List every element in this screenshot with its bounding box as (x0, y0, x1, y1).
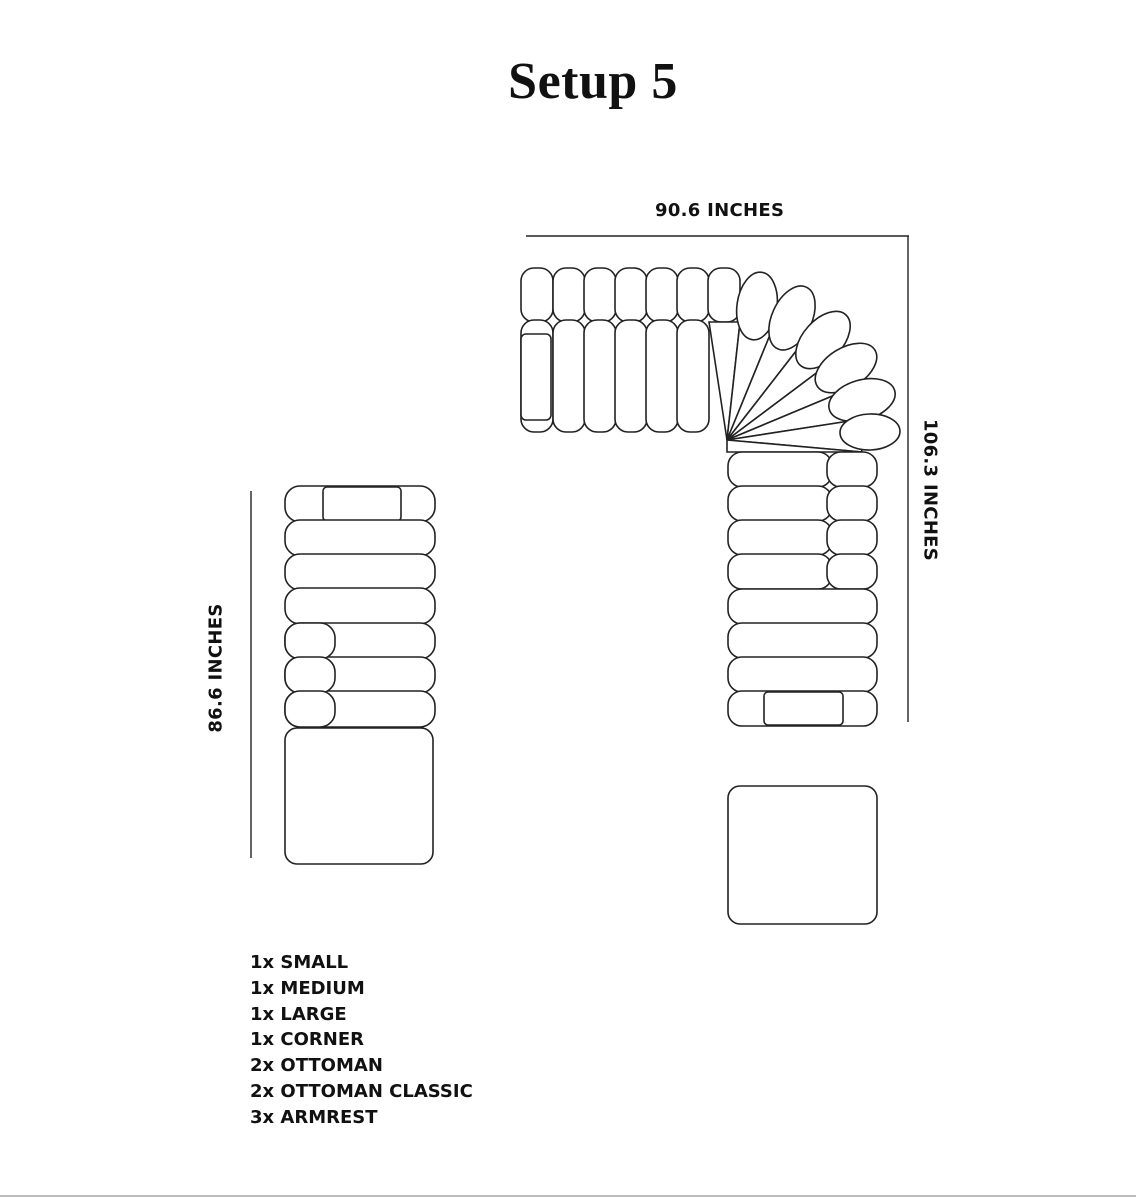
parts-list-item: 3x ARMREST (250, 1106, 378, 1128)
ottoman-row (727, 588, 878, 625)
back-cushion (614, 267, 648, 323)
back-cushion (284, 690, 336, 728)
ottoman-row (284, 587, 436, 625)
seat-cushion (727, 553, 833, 590)
top-seat-cushions (520, 319, 710, 433)
vertical-seat-cushions (727, 451, 878, 727)
armrest (322, 486, 402, 522)
armrest (520, 333, 552, 421)
back-cushion (520, 267, 554, 323)
back-cushion (826, 553, 878, 590)
ottoman-row (284, 519, 436, 557)
back-cushion (826, 519, 878, 556)
ottoman-row (727, 622, 878, 659)
back-cushion (284, 622, 336, 660)
back-cushion (552, 267, 586, 323)
parts-list-item: 2x OTTOMAN (250, 1055, 383, 1077)
parts-list-item: 1x CORNER (250, 1029, 364, 1051)
seat-cushion (645, 319, 679, 433)
back-cushion (826, 451, 878, 488)
parts-list-item: 1x LARGE (250, 1003, 347, 1025)
corner-piece (708, 271, 901, 453)
l-shaped-sofa (520, 267, 901, 925)
ottoman-row (284, 553, 436, 591)
back-cushion (707, 267, 741, 323)
seat-cushion (727, 451, 833, 488)
parts-list-item: 1x SMALL (250, 952, 349, 973)
top-back-cushions (520, 267, 741, 323)
straight-sofa (284, 485, 436, 865)
parts-list-item: 1x MEDIUM (250, 977, 365, 999)
seat-cushion (727, 519, 833, 556)
seat-cushion (552, 319, 586, 433)
seat-cushion (583, 319, 617, 433)
seat-cushion (676, 319, 710, 433)
armrest (763, 691, 844, 726)
page-title: Setup 5 (508, 53, 678, 110)
ottoman-row (727, 656, 878, 693)
back-cushion (583, 267, 617, 323)
parts-list: 1x SMALL 1x MEDIUM 1x LARGE 1x CORNER 2x… (250, 950, 473, 1131)
seat-cushion (614, 319, 648, 433)
parts-list-item: 2x OTTOMAN CLASSIC (250, 1080, 473, 1102)
ottoman-classic (727, 785, 878, 925)
seat-cushion (727, 485, 833, 522)
back-cushion (284, 656, 336, 694)
width-dimension-label: 90.6 INCHES (655, 200, 785, 221)
back-cushion (645, 267, 679, 323)
bottom-divider (0, 1195, 1136, 1197)
back-cushion (826, 485, 878, 522)
ottoman-classic (284, 727, 434, 865)
back-cushion (676, 267, 710, 323)
